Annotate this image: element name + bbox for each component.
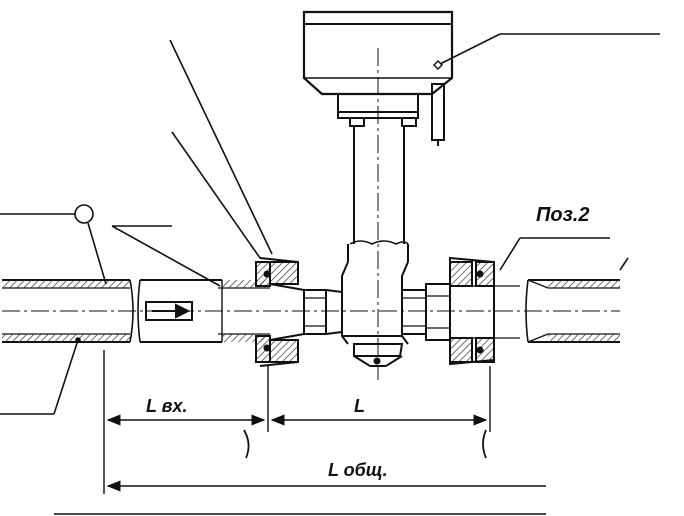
left-union-nut — [255, 257, 343, 367]
dimension-label-l-in: L вх. — [146, 396, 188, 416]
outlet-pipe — [525, 279, 624, 343]
meter-body — [341, 244, 409, 367]
dimension-lines — [54, 350, 546, 515]
dimension-label-l: L — [354, 396, 365, 416]
leader-lines — [0, 33, 660, 415]
masked-regions — [620, 150, 684, 352]
dimension-label-l-total: L общ. — [328, 460, 388, 480]
center-lines — [2, 48, 624, 380]
sensor-stem — [349, 126, 409, 245]
right-union-nut — [401, 256, 520, 366]
label-pos2: Поз.2 — [536, 204, 590, 226]
inlet-pipe — [2, 279, 270, 343]
